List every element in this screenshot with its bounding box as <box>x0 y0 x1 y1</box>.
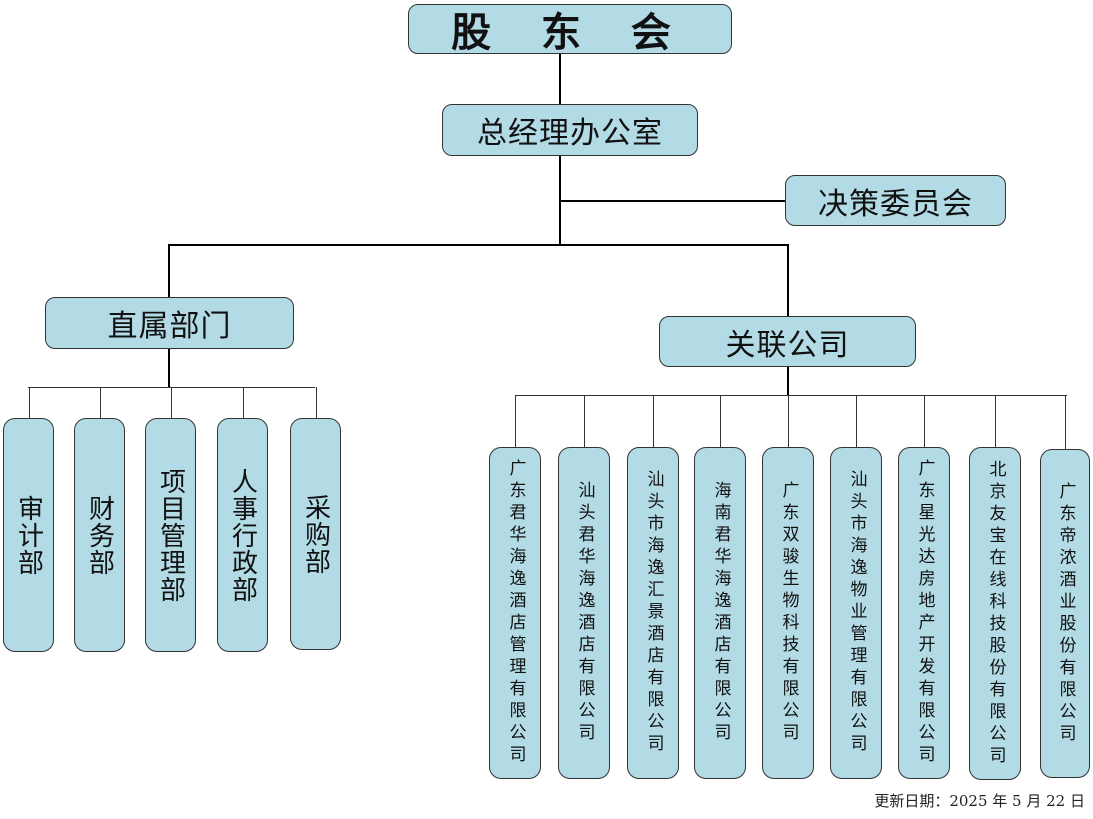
connector-branch-horizontal <box>168 244 789 246</box>
connector-affiliated-down <box>787 366 789 396</box>
connector-department-drop <box>100 387 101 418</box>
shareholders-meeting-node[interactable]: 股 东 会 <box>408 4 732 56</box>
connector-company-drop <box>995 395 996 447</box>
connector-department-drop <box>29 387 30 418</box>
company-node[interactable]: 广东君华海逸酒店管理有限公司 <box>489 447 541 779</box>
department-label: 采购部 <box>300 493 331 575</box>
company-label: 广东帝浓酒业股份有限公司 <box>1055 481 1076 746</box>
company-label: 北京友宝在线科技股份有限公司 <box>985 459 1006 768</box>
connector-company-drop <box>924 395 925 447</box>
department-node[interactable]: 采购部 <box>290 418 341 650</box>
company-node[interactable]: 汕头市海逸汇景酒店有限公司 <box>627 447 679 779</box>
connector-department-drop <box>243 387 244 418</box>
node-label: 股 东 会 <box>451 9 689 56</box>
company-node[interactable]: 北京友宝在线科技股份有限公司 <box>969 447 1021 780</box>
company-node[interactable]: 汕头市海逸物业管理有限公司 <box>830 447 882 779</box>
company-label: 广东君华海逸酒店管理有限公司 <box>505 459 526 767</box>
company-node[interactable]: 汕头君华海逸酒店有限公司 <box>558 447 610 779</box>
node-label: 关联公司 <box>725 327 850 363</box>
node-label: 直属部门 <box>107 309 232 344</box>
connector-to-affiliated <box>787 244 789 317</box>
department-node[interactable]: 审计部 <box>3 418 54 652</box>
node-label: 总经理办公室 <box>477 116 663 151</box>
department-label: 人事行政部 <box>227 467 258 603</box>
connector-company-bus <box>515 395 1067 396</box>
connector-company-drop <box>653 395 654 447</box>
connector-committee <box>559 200 785 202</box>
gm-office-node[interactable]: 总经理办公室 <box>442 104 698 156</box>
connector-direct-down <box>168 348 170 388</box>
node-label: 决策委员会 <box>818 186 973 222</box>
department-node[interactable]: 人事行政部 <box>217 418 268 652</box>
connector-department-drop <box>171 387 172 418</box>
decision-committee-node[interactable]: 决策委员会 <box>785 175 1006 226</box>
affiliated-companies-node[interactable]: 关联公司 <box>659 316 916 367</box>
company-label: 汕头市海逸物业管理有限公司 <box>846 470 867 756</box>
department-label: 财务部 <box>84 494 115 576</box>
company-label: 汕头君华海逸酒店有限公司 <box>574 481 595 745</box>
connector-company-drop <box>856 395 857 447</box>
company-node[interactable]: 海南君华海逸酒店有限公司 <box>694 447 746 779</box>
company-node[interactable]: 广东双骏生物科技有限公司 <box>762 447 814 779</box>
company-node[interactable]: 广东帝浓酒业股份有限公司 <box>1040 449 1090 778</box>
connector-company-drop <box>788 395 789 447</box>
department-label: 项目管理部 <box>155 467 186 603</box>
connector-company-drop <box>515 395 516 447</box>
company-node[interactable]: 广东星光达房地产开发有限公司 <box>898 447 950 779</box>
company-label: 汕头市海逸汇景酒店有限公司 <box>643 470 664 756</box>
connector-company-drop <box>584 395 585 447</box>
connector-company-drop <box>1065 395 1066 449</box>
connector-company-drop <box>720 395 721 447</box>
update-date: 更新日期：2025 年 5 月 22 日 <box>874 792 1085 810</box>
company-label: 广东星光达房地产开发有限公司 <box>914 459 935 767</box>
department-node[interactable]: 项目管理部 <box>145 418 196 652</box>
department-label: 审计部 <box>13 494 44 576</box>
company-label: 海南君华海逸酒店有限公司 <box>710 481 731 745</box>
connector-to-direct <box>168 244 170 298</box>
company-label: 广东双骏生物科技有限公司 <box>778 481 799 745</box>
direct-departments-node[interactable]: 直属部门 <box>45 297 294 349</box>
connector-department-drop <box>316 387 317 418</box>
connector-root-gm <box>559 53 561 104</box>
department-node[interactable]: 财务部 <box>74 418 125 652</box>
